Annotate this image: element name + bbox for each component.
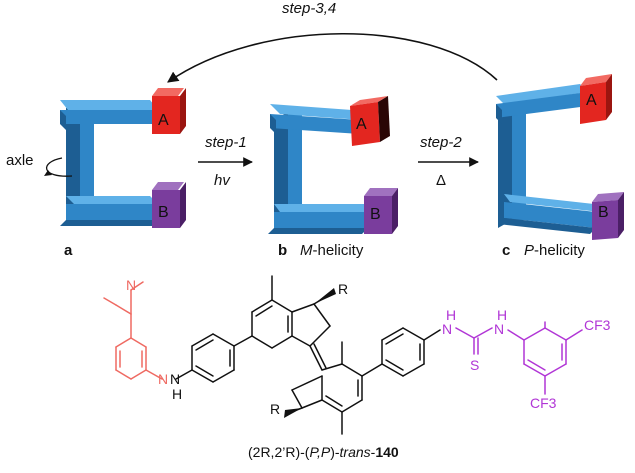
caption-part: P,P	[309, 444, 331, 460]
atom-cf3-top: CF3	[584, 317, 611, 333]
atom-n-pyridine: N	[158, 371, 168, 387]
block-a	[580, 82, 606, 124]
block-b	[152, 190, 180, 228]
motif-a	[44, 88, 186, 228]
block-a-label: A	[586, 92, 597, 109]
atom-s: S	[470, 357, 479, 373]
step-1-label: step-1	[205, 134, 247, 151]
block-b	[364, 196, 392, 234]
caption-part: trans	[339, 444, 371, 460]
atom-h-amine: H	[172, 386, 182, 402]
helicity-prefix: P	[524, 242, 535, 259]
caption-part: -	[370, 444, 376, 460]
p-helicity-label: P-helicity	[524, 242, 585, 259]
block-a	[152, 96, 180, 134]
motif-b	[268, 96, 398, 234]
block-b-label: B	[370, 206, 381, 223]
atom-r-lower: R	[270, 401, 280, 417]
helicity-suffix: -helicity	[312, 242, 364, 259]
atom-n-thio2: N	[494, 321, 504, 337]
step-2-label: step-2	[420, 134, 462, 151]
block-b-label: B	[158, 204, 169, 221]
caption-part: (2R,2’R)-(	[248, 444, 310, 460]
atom-h-thio2: H	[497, 307, 507, 323]
block-b	[592, 200, 618, 240]
axle-label: axle	[6, 152, 34, 169]
caption-part: 140	[375, 444, 399, 460]
block-a-label: A	[356, 116, 367, 133]
compound-caption: (2R,2’R)-(P,P)-trans-140	[248, 444, 399, 460]
rotation-arrow	[45, 157, 73, 177]
motif-c	[496, 74, 624, 240]
helicity-prefix: M	[300, 242, 313, 259]
caption-part: )-	[330, 444, 340, 460]
m-helicity-label: M-helicity	[300, 242, 363, 259]
motif-b-label: b	[278, 242, 288, 259]
step-2-sub: Δ	[436, 172, 447, 189]
atom-r-upper: R	[338, 281, 348, 297]
step-3-4-arrow	[167, 32, 498, 83]
block-a-label: A	[158, 112, 169, 129]
step-3-4-label: step-3,4	[282, 0, 337, 17]
atom-n-thio1: N	[442, 321, 452, 337]
atom-n-dimethyl: N	[126, 277, 136, 293]
block-b-label: B	[598, 204, 609, 221]
atom-cf3-bottom: CF3	[530, 395, 557, 411]
molecule-140	[103, 275, 583, 435]
motif-c-label: c	[502, 242, 511, 259]
atom-h-thio1: H	[446, 307, 456, 323]
motif-a-label: a	[64, 242, 73, 259]
block-a	[350, 102, 380, 146]
step-1-sub: hv	[214, 172, 230, 189]
atom-n-amine: N	[170, 371, 180, 387]
helicity-suffix: -helicity	[534, 242, 585, 259]
